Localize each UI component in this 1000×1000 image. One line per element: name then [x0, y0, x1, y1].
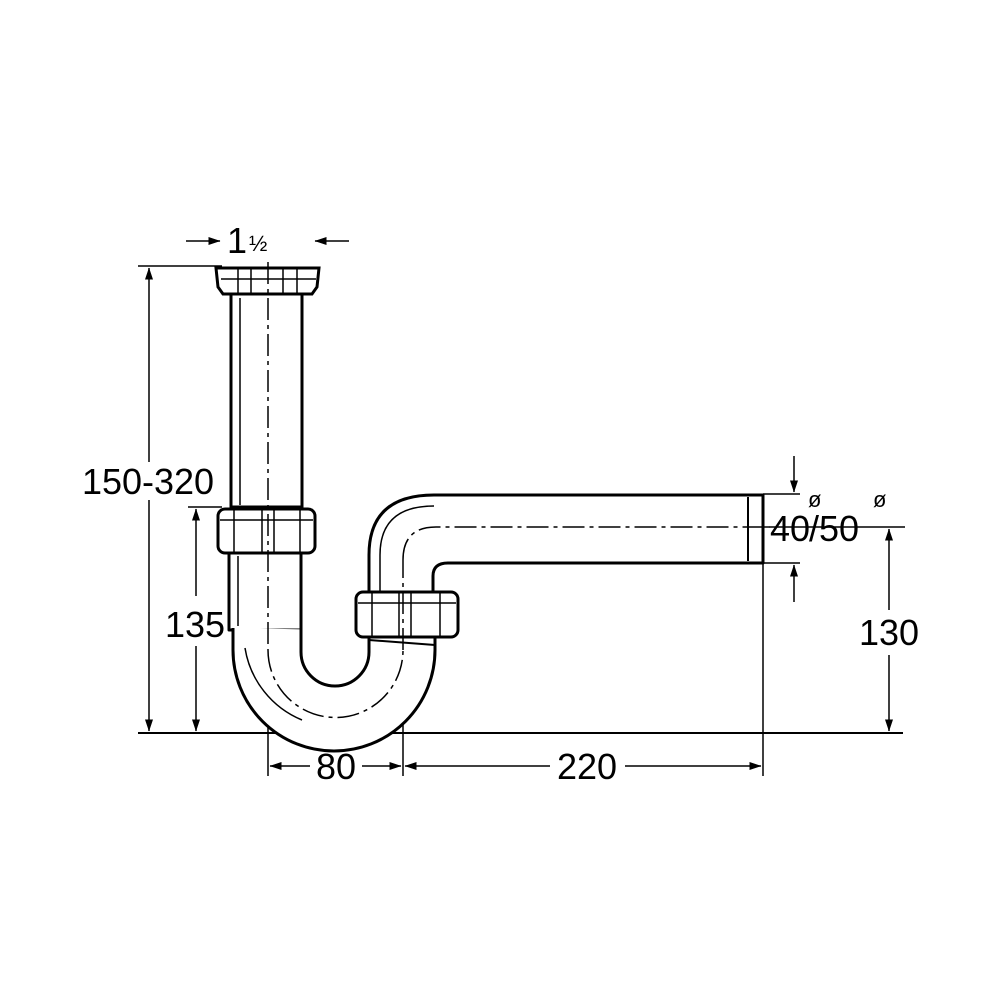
tail-tube	[229, 292, 304, 509]
outlet-diameter-b: /50	[809, 508, 859, 549]
trap-body	[227, 493, 765, 753]
center-lines	[267, 262, 770, 719]
outlet-diameter-a: 40	[770, 508, 810, 549]
outlet-length-label: 220	[557, 746, 617, 787]
middle-nut	[216, 507, 317, 555]
diameter-symbol-a: ø	[808, 487, 821, 512]
thread-size-fraction: ½	[249, 231, 267, 256]
thread-size-whole: 1	[227, 220, 247, 261]
diameter-symbol-b: ø	[873, 487, 886, 512]
offset-width-label: 80	[316, 746, 356, 787]
height-range-label: 150-320	[82, 461, 214, 502]
height-trap-label: 135	[165, 604, 225, 645]
dimension-lines	[145, 237, 893, 770]
tailpiece-pipe	[214, 266, 321, 509]
height-outlet-label: 130	[859, 612, 919, 653]
outlet-nut	[354, 590, 460, 639]
